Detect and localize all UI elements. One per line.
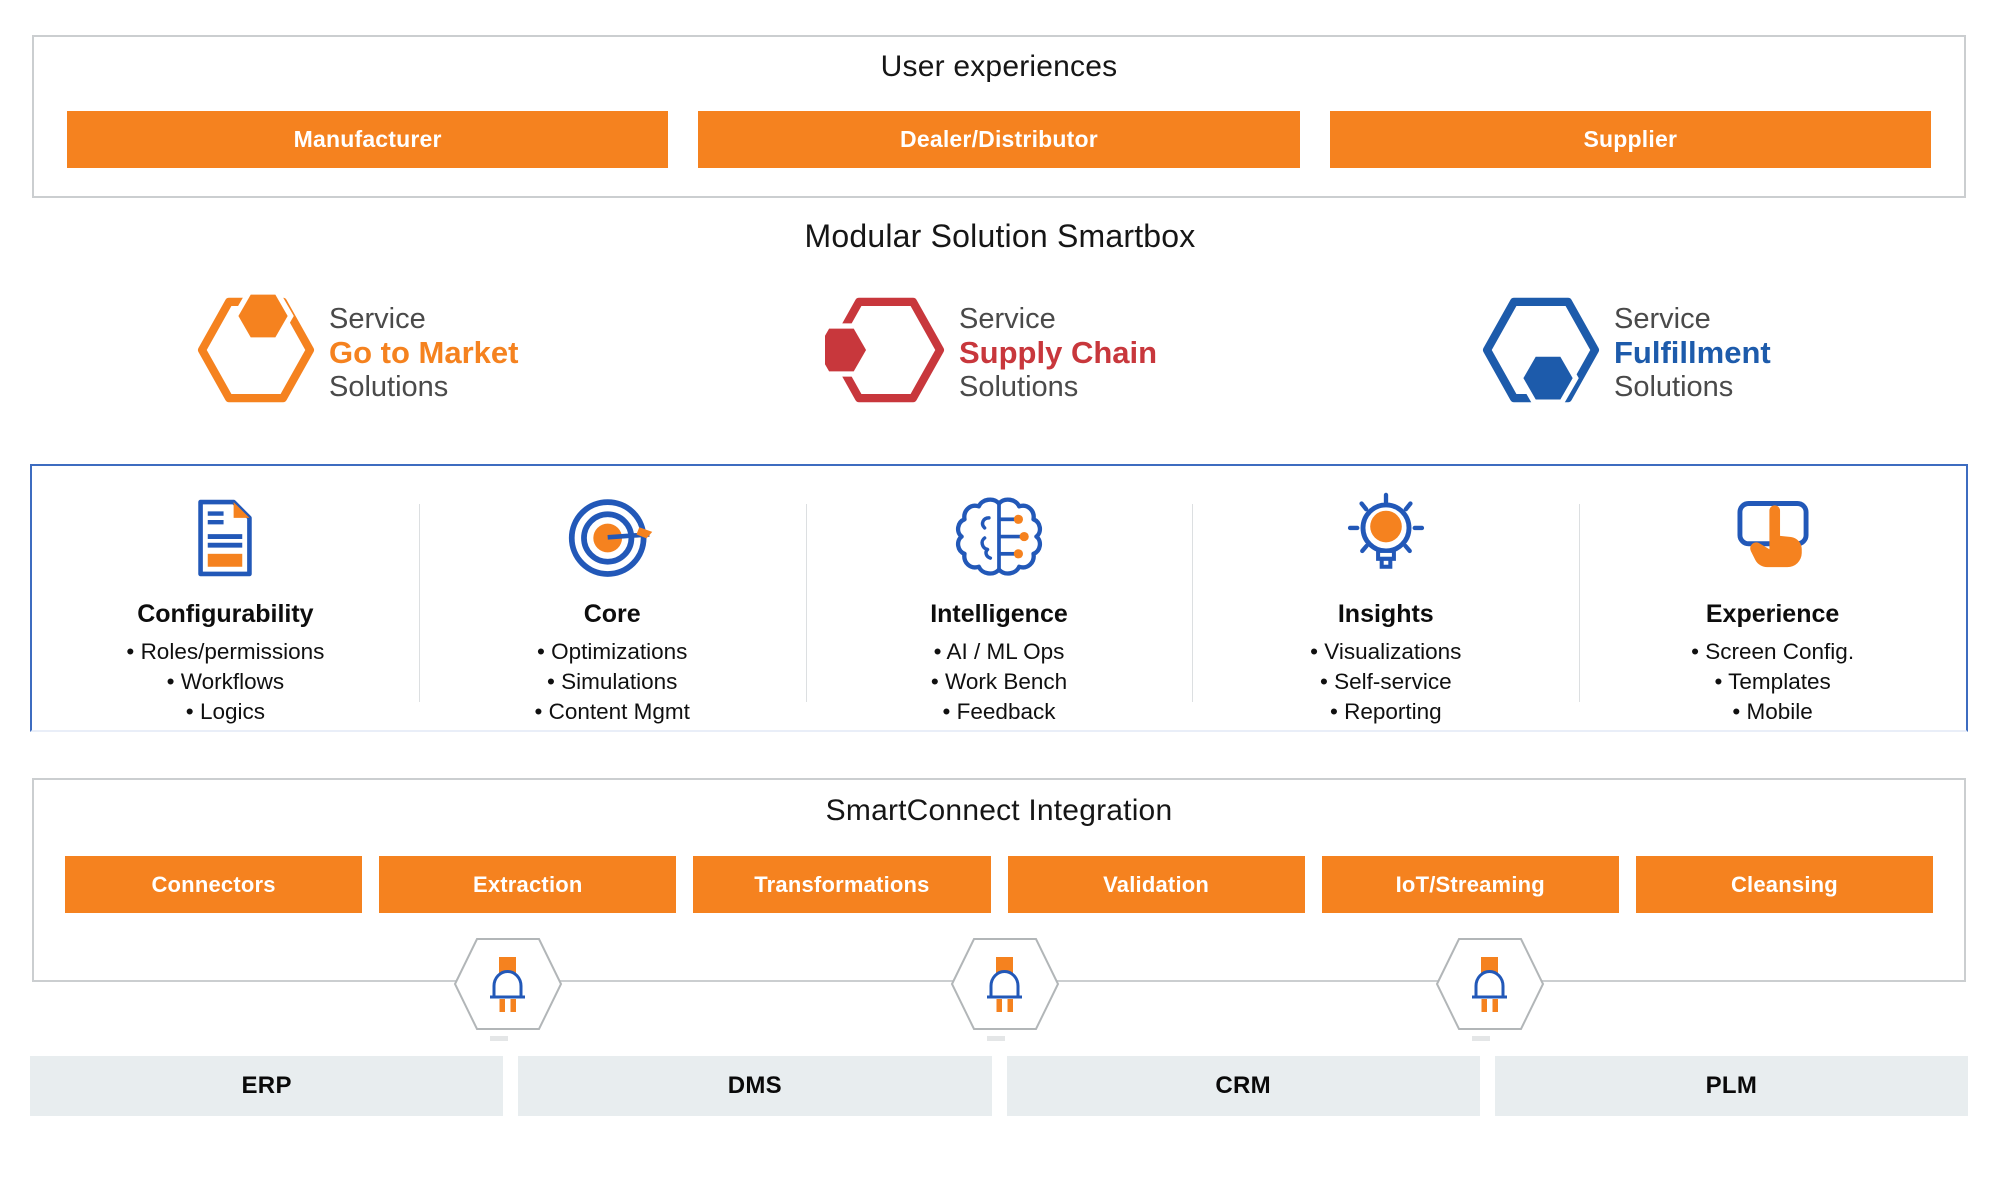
bullet-item: Logics [32,697,419,727]
module-title: Core [583,600,641,628]
connectors-button: Connectors [65,856,363,913]
smartconnect-title: SmartConnect Integration [825,794,1173,827]
bullet-item: Feedback [806,697,1193,727]
bullet-item: Reporting [1192,697,1579,727]
module-configurability: Configurability Roles/permissions Workfl… [32,466,419,730]
module-bullet-list: Optimizations Simulations Content Mgmt [419,637,806,727]
logo-line: Solutions [329,370,449,403]
user-experiences-box: User experiences Manufacturer Dealer/Dis… [32,35,1966,198]
manufacturer-button: Manufacturer [67,111,669,168]
system-box-plm: PLM [1494,1056,1968,1116]
bullet-item: Workflows [32,667,419,697]
logo-line: Solutions [959,370,1079,403]
module-intelligence: Intelligence AI / ML Ops Work Bench Feed… [806,466,1193,730]
dealer-distributor-button: Dealer/Distributor [698,111,1300,168]
module-core: Core Optimizations Simulations Content M… [419,466,806,730]
hexagon-red-icon [810,288,947,417]
logo-go-to-market-text: Service Go to Market Solutions [329,302,518,404]
bullet-item: Roles/permissions [32,637,419,667]
module-title: Insights [1337,600,1434,628]
iot-streaming-button: IoT/Streaming [1321,856,1619,913]
system-box-crm: CRM [1006,1056,1480,1116]
column-divider [1579,504,1581,702]
document-icon [32,492,419,586]
bullet-item: Mobile [1579,697,1966,727]
bullet-item: Work Bench [806,667,1193,697]
plug-connector-icon [949,936,1061,1032]
touch-icon [1579,492,1966,586]
bullet-item: Optimizations [419,637,806,667]
logo-line: Fulfillment [1614,334,1771,370]
integration-buttons-row: Connectors Extraction Transformations Va… [65,856,1934,913]
logo-supply-chain: Service Supply Chain Solutions [810,288,1157,417]
bullet-item: Simulations [419,667,806,697]
bullet-item: Templates [1579,667,1966,697]
bullet-item: Screen Config. [1579,637,1966,667]
system-box-erp: ERP [30,1056,504,1116]
column-divider [418,504,420,702]
brain-icon [806,492,1193,586]
target-icon [419,492,806,586]
logo-line: Supply Chain [959,334,1158,370]
module-experience: Experience Screen Config. Templates Mobi… [1579,466,1966,730]
hexagon-orange-icon [195,288,317,417]
smartbox-title: Modular Solution Smartbox [804,218,1196,254]
user-experiences-title: User experiences [880,50,1118,83]
module-title: Intelligence [930,600,1068,628]
plug-connector-icon [452,936,564,1032]
modules-box: Configurability Roles/permissions Workfl… [30,464,1968,732]
bullet-item: Self-service [1192,667,1579,697]
bullet-item: Visualizations [1192,637,1579,667]
transformations-button: Transformations [693,856,991,913]
systems-row: ERP DMS CRM PLM [30,1056,1968,1116]
logo-fulfillment-text: Service Fulfillment Solutions [1614,302,1771,404]
logo-supply-chain-text: Service Supply Chain Solutions [959,302,1157,404]
bullet-item: Content Mgmt [419,697,806,727]
user-experience-buttons-row: Manufacturer Dealer/Distributor Supplier [67,111,1931,168]
column-divider [805,504,807,702]
logo-line: Service [1614,302,1711,335]
connector-stub [987,1036,1005,1041]
validation-button: Validation [1007,856,1305,913]
hexagon-blue-icon [1480,288,1602,417]
logo-line: Service [959,302,1056,335]
plug-connector-icon [1434,936,1546,1032]
bullet-item: AI / ML Ops [806,637,1193,667]
supplier-button: Supplier [1329,111,1931,168]
logo-go-to-market: Service Go to Market Solutions [195,288,518,417]
logo-line: Go to Market [329,334,519,370]
logo-fulfillment: Service Fulfillment Solutions [1480,288,1771,417]
logo-line: Service [329,302,426,335]
module-bullet-list: Visualizations Self-service Reporting [1192,637,1579,727]
module-title: Experience [1705,600,1840,628]
module-insights: Insights Visualizations Self-service Rep… [1192,466,1579,730]
connector-stub [1472,1036,1490,1041]
extraction-button: Extraction [379,856,677,913]
cleansing-button: Cleansing [1635,856,1934,913]
smartconnect-box: SmartConnect Integration Connectors Extr… [32,778,1966,982]
module-title: Configurability [137,600,314,628]
connector-stub [490,1036,508,1041]
module-bullet-list: Screen Config. Templates Mobile [1579,637,1966,727]
lightbulb-icon [1192,492,1579,586]
smartbox-logos-row: Service Go to Market Solutions Service S… [0,288,2000,420]
module-bullet-list: Roles/permissions Workflows Logics [32,637,419,727]
column-divider [1192,504,1194,702]
logo-line: Solutions [1614,370,1734,403]
module-bullet-list: AI / ML Ops Work Bench Feedback [806,637,1193,727]
system-box-dms: DMS [518,1056,992,1116]
